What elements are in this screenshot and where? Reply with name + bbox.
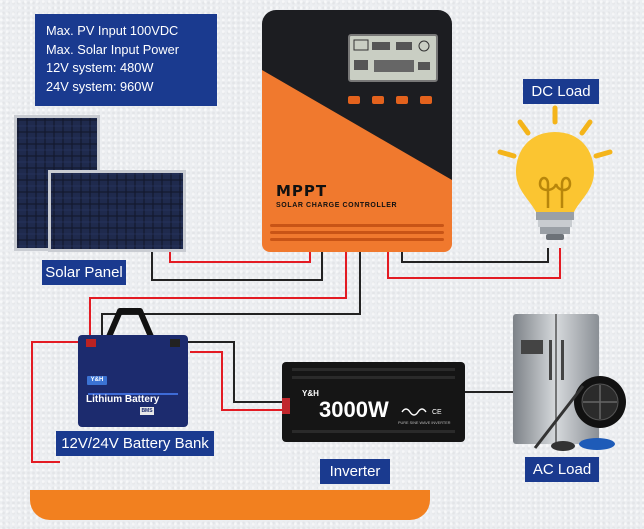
ac-load-appliances (513, 314, 626, 451)
controller-base (262, 214, 452, 252)
controller-subtitle: SOLAR CHARGE CONTROLLER (276, 202, 398, 209)
lcd-icons (353, 39, 430, 72)
battery-bank-label: 12V/24V Battery Bank (56, 431, 214, 456)
inverter-fins: CE (282, 368, 455, 433)
lcd-display (348, 34, 438, 82)
mppt-controller: MPPT SOLAR CHARGE CONTROLLER (262, 10, 452, 250)
lithium-battery: Y&H Lithium Battery BMS (78, 335, 188, 427)
solar-panel-label: Solar Panel (42, 260, 126, 285)
battery-positive-terminal (86, 339, 96, 347)
battery-bms-tag: BMS (140, 407, 154, 415)
spec-box: Max. PV Input 100VDC Max. Solar Input Po… (35, 14, 217, 106)
controller-title: MPPT (276, 182, 328, 200)
battery-name: Lithium Battery (86, 394, 160, 405)
inverter-unit: CE Y&H 3000W PURE SINE WAVE INVERTER (282, 362, 465, 442)
inverter-label: Inverter (320, 459, 390, 484)
inverter-power: 3000W (319, 397, 389, 422)
battery-logo: Y&H (87, 376, 107, 385)
spec-line-1: Max. PV Input 100VDC (46, 23, 179, 38)
spec-line-2: Max. Solar Input Power (46, 41, 180, 57)
ac-load-label: AC Load (525, 457, 599, 482)
spec-line-3: 12V system: 480W (46, 60, 154, 75)
up-button[interactable] (372, 96, 384, 104)
base-stripe (270, 224, 444, 227)
battery-stripe (88, 393, 178, 395)
inverter-subtitle: PURE SINE WAVE INVERTER (398, 421, 451, 425)
controller-orange-panel (262, 70, 452, 250)
svg-text:CE: CE (432, 409, 442, 416)
spec-line-4: 24V system: 960W (46, 78, 154, 94)
base-stripe (270, 238, 444, 241)
inverter-brand: Y&H (302, 389, 319, 398)
battery-negative-terminal (170, 339, 180, 347)
dc-load-label: DC Load (523, 79, 599, 104)
base-stripe (270, 231, 444, 234)
esc-button[interactable] (348, 96, 360, 104)
set-button[interactable] (420, 96, 432, 104)
decorative-bottom-bar (30, 490, 430, 520)
battery-handle (105, 308, 155, 341)
light-bulb-icon (497, 105, 613, 240)
down-button[interactable] (396, 96, 408, 104)
